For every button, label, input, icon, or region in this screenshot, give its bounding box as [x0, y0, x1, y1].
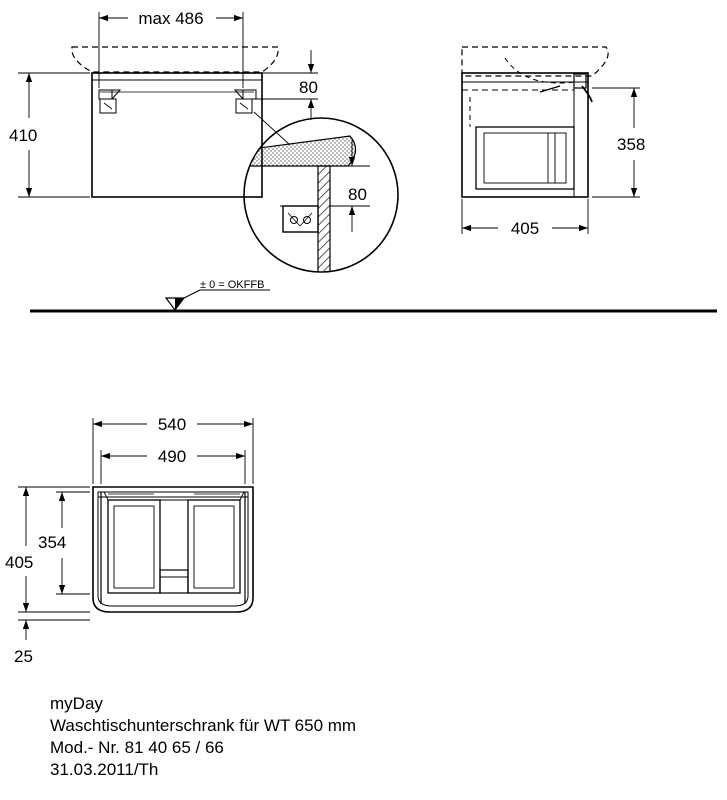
front-bracket-right: [235, 98, 253, 114]
front-basin-outline: [71, 46, 279, 73]
side-cabinet-body: [461, 72, 589, 198]
plan-left-box: [107, 499, 161, 594]
dim-540: 540: [158, 415, 186, 434]
dim-490: 490: [158, 447, 186, 466]
plan-view: [18, 418, 254, 640]
product-description: Waschtischunterschrank für WT 650 mm: [50, 716, 357, 735]
side-basin-outline: [461, 46, 609, 77]
front-handle-recess: [98, 89, 113, 100]
front-cabinet-body: [91, 72, 263, 198]
side-view: [461, 46, 640, 234]
dim-max-486: max 486: [138, 9, 203, 28]
dim-358: 358: [617, 135, 645, 154]
technical-drawing: max 486 410 80 80: [5, 9, 717, 666]
front-bracket-left: [99, 98, 117, 114]
model-number: Mod.- Nr. 81 40 65 / 66: [50, 738, 224, 757]
plan-right-box: [187, 499, 241, 594]
front-view: [18, 12, 318, 198]
side-drawer: [475, 126, 575, 190]
product-name: myDay: [50, 694, 103, 713]
dim-80-detail: 80: [348, 185, 367, 204]
drawing-caption: myDay Waschtischunterschrank für WT 650 …: [50, 693, 710, 781]
dim-405-side: 405: [511, 219, 539, 238]
floor-line: [30, 289, 717, 313]
plan-outer-contour: [92, 486, 254, 613]
dim-80-top: 80: [299, 78, 318, 97]
dim-410: 410: [9, 126, 37, 145]
detail-view: [243, 117, 399, 273]
plan-center-box: [159, 569, 189, 594]
dim-354: 354: [38, 533, 66, 552]
dim-405-plan: 405: [5, 553, 33, 572]
dim-25: 25: [14, 647, 33, 666]
drawing-date: 31.03.2011/Th: [50, 760, 159, 779]
floor-level-label: ± 0 = OKFFB: [200, 279, 264, 291]
